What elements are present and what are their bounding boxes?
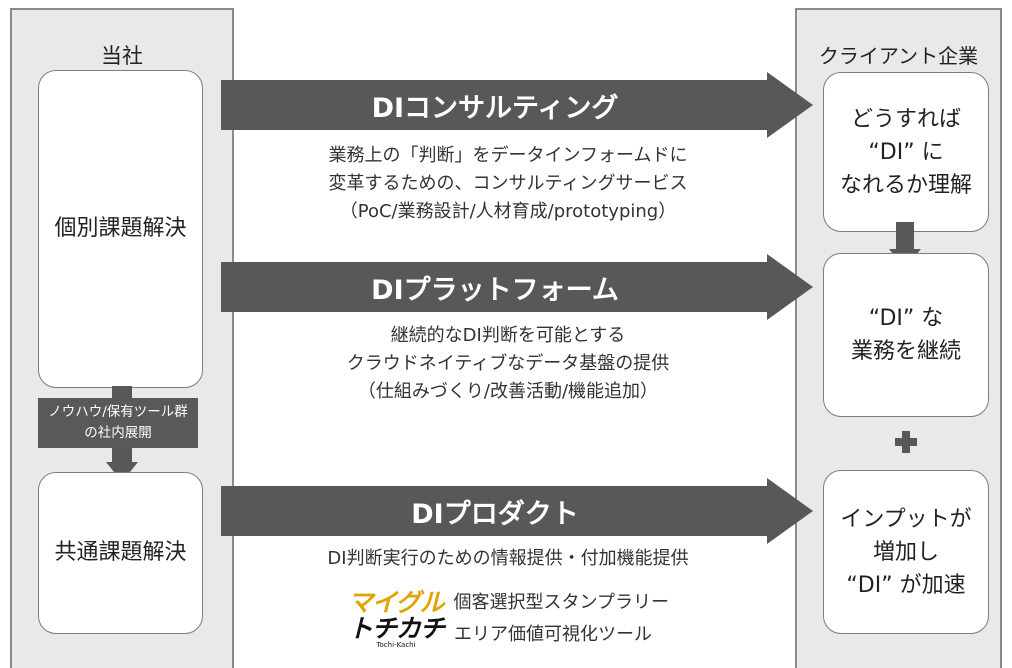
consulting-title: DIコンサルティング: [371, 92, 619, 124]
product-desc: DI判断実行のための情報提供・付加機能提供: [327, 548, 689, 569]
tochikachi-logo-main: トチカチ: [348, 614, 445, 643]
platform-desc: 継続的なDI判断を可能とする クラウドネイティブなデータ基盤の提供 （仕組みづく…: [346, 325, 670, 402]
platform-arrow: [221, 254, 813, 320]
consulting-arrow: [221, 72, 813, 138]
product-title: DIプロダクト: [411, 498, 579, 530]
maiguru-desc: 個客選択型スタンプラリー: [453, 592, 669, 613]
tochikachi-desc: エリア価値可視化ツール: [454, 624, 653, 645]
client-understand-box: どうすれば “DI” に なれるか理解: [823, 72, 989, 232]
knowhow-label: ノウハウ/保有ツール群の社内展開: [38, 398, 198, 448]
product-row-tochikachi: トチカチ Tochi-Kachi エリア価値可視化ツール: [348, 614, 653, 649]
individual-solution-label: 個別課題解決: [54, 215, 187, 241]
client-continue-box: “DI” な 業務を継続: [823, 253, 989, 417]
maiguru-logo: マイグル: [348, 588, 445, 617]
individual-solution-box: 個別課題解決: [38, 70, 203, 388]
client-accelerate-label: インプットが 増加し “DI” が加速: [840, 506, 972, 598]
client-continue-label: “DI” な 業務を継続: [850, 306, 961, 364]
product-title-wrap: DIプロダクト: [221, 486, 769, 536]
tochikachi-logo-sub: Tochi-Kachi: [376, 641, 416, 649]
client-understand-label: どうすれば “DI” に なれるか理解: [839, 106, 972, 198]
product-row-maiguru: マイグル 個客選択型スタンプラリー: [348, 583, 669, 619]
tochikachi-logo: トチカチ Tochi-Kachi: [348, 614, 445, 649]
product-arrow: [221, 478, 813, 544]
knowhow-text: ノウハウ/保有ツール群の社内展開: [48, 404, 188, 441]
common-solution-box: 共通課題解決: [38, 472, 203, 634]
plus-icon: [895, 431, 917, 453]
consulting-title-wrap: DIコンサルティング: [221, 80, 769, 130]
common-solution-label: 共通課題解決: [54, 539, 187, 565]
company-title: 当社: [101, 44, 143, 68]
platform-title: DIプラットフォーム: [371, 274, 619, 306]
client-title: クライアント企業: [818, 44, 979, 68]
client-accelerate-box: インプットが 増加し “DI” が加速: [823, 470, 989, 634]
platform-title-wrap: DIプラットフォーム: [221, 262, 769, 312]
consulting-desc: 業務上の「判断」をデータインフォームドに 変革するための、コンサルティングサービ…: [328, 145, 688, 222]
